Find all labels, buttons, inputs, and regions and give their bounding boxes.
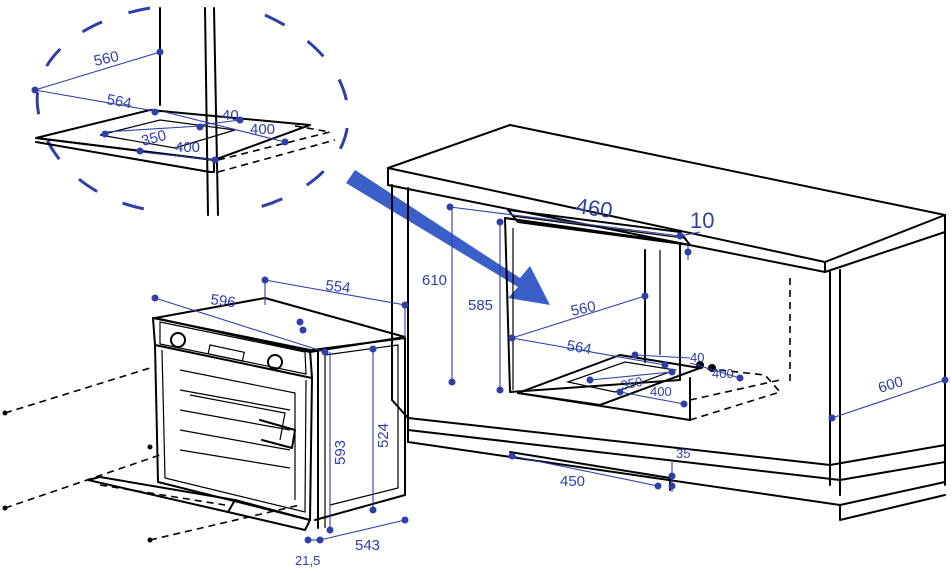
oven-label-596: 596	[209, 291, 236, 311]
cabinet-label-400b: 400	[650, 384, 672, 399]
zoom-label-560: 560	[92, 48, 120, 70]
cabinet-label-40: 40	[690, 350, 704, 365]
cabinet-label-585: 585	[468, 297, 493, 314]
oven-label-21-5: 21,5	[295, 553, 320, 568]
cabinet-label-564: 564	[565, 337, 593, 358]
oven-label-593: 593	[332, 440, 349, 465]
cabinet	[387, 124, 946, 521]
cabinet-label-400a: 400	[712, 366, 734, 381]
zoom-circle-left	[35, 6, 151, 212]
oven-knob-right	[267, 354, 283, 370]
oven-dimensions: 596 554 593 524 543 21,5	[151, 276, 409, 568]
cabinet-label-460: 460	[574, 193, 614, 223]
zoom-label-564: 564	[105, 91, 133, 112]
cabinet-dimensions: 460 10 610 585 560 564 40 400 350 400 60…	[422, 193, 949, 492]
oven-knob-left	[170, 332, 186, 348]
cabinet-label-350: 350	[620, 374, 644, 393]
zoom-circle-right	[239, 13, 350, 214]
cabinet-label-600: 600	[876, 373, 905, 397]
zoom-label-400a: 400	[250, 121, 275, 138]
zoom-arrow	[346, 170, 550, 305]
zoom-label-350: 350	[140, 127, 169, 150]
oven-display	[207, 344, 245, 362]
oven-label-524: 524	[375, 423, 392, 448]
cabinet-opening	[504, 217, 681, 393]
oven	[2, 297, 406, 543]
oven-label-543: 543	[355, 537, 380, 554]
zoom-label-400b: 400	[175, 139, 200, 156]
cabinet-label-450: 450	[560, 473, 585, 490]
oven-label-554: 554	[325, 277, 352, 297]
zoom-detail: 560 564 40 400 350 400	[31, 6, 350, 216]
zoom-label-40: 40	[222, 107, 239, 124]
cabinet-label-560: 560	[569, 298, 597, 320]
cabinet-label-610: 610	[422, 272, 447, 289]
cabinet-label-10: 10	[690, 208, 714, 233]
cabinet-label-35: 35	[676, 446, 690, 461]
